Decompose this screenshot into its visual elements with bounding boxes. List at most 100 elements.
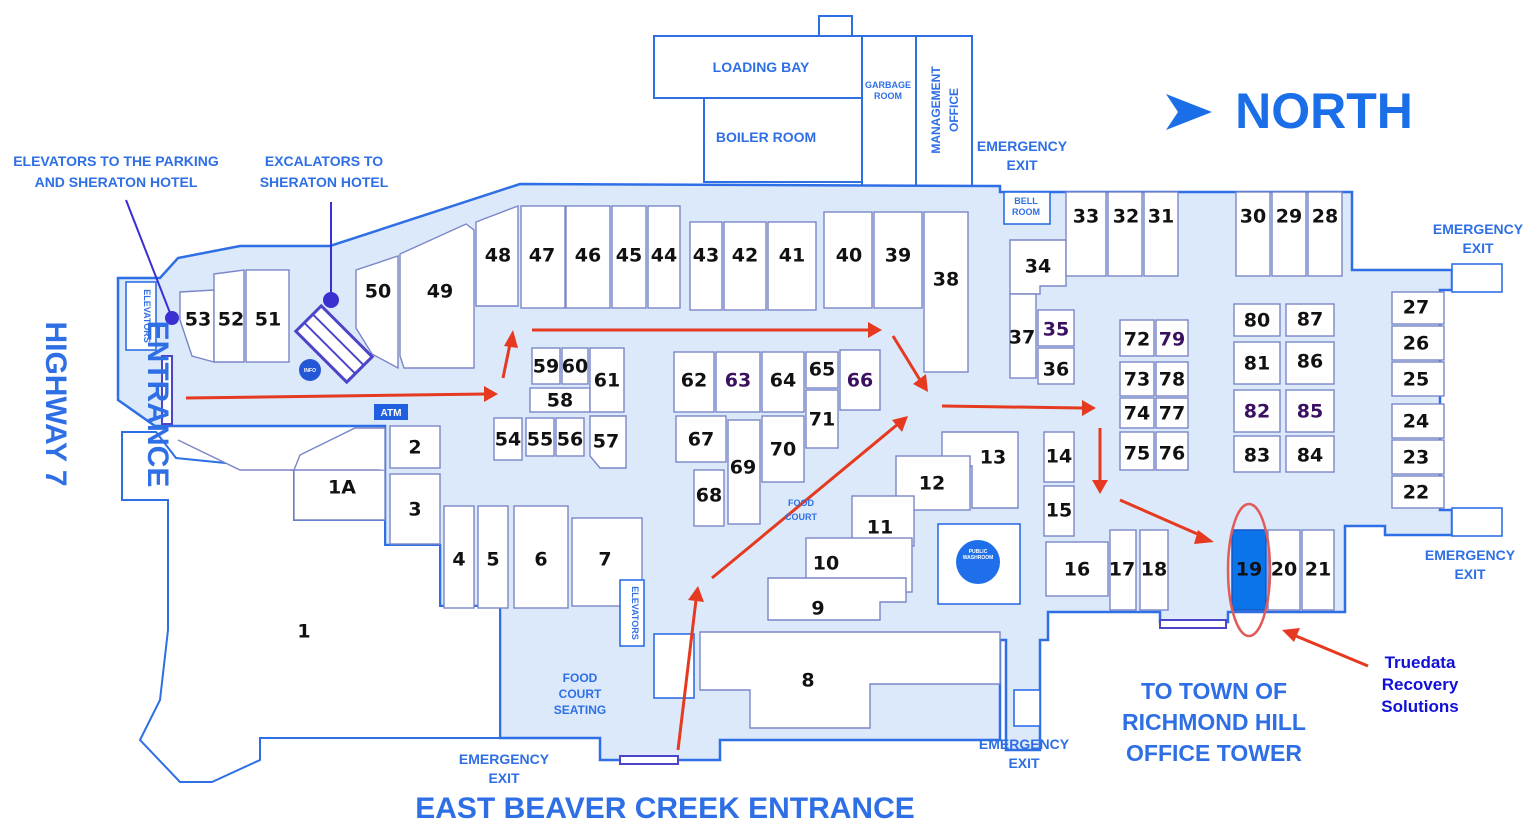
store-7[interactable] [571,517,643,607]
store-38[interactable] [923,211,969,373]
store-27[interactable] [1391,291,1445,325]
store-31[interactable] [1143,191,1179,277]
store-5[interactable] [477,505,509,609]
store-number: 8 [801,670,814,692]
stairs-se [1451,507,1503,537]
store-number: 46 [575,245,601,267]
store-79[interactable] [1155,319,1189,357]
store-85[interactable] [1285,389,1335,433]
store-53[interactable] [179,289,215,363]
store-44[interactable] [647,205,681,309]
store-37[interactable] [1009,293,1037,379]
store-59[interactable] [531,347,561,385]
bell-room-label-2: ROOM [1012,207,1040,217]
store-17[interactable] [1109,529,1137,611]
store-87[interactable] [1285,303,1335,337]
store-77[interactable] [1155,397,1189,429]
store-63[interactable] [715,351,761,413]
store-78[interactable] [1155,361,1189,397]
store-9[interactable] [767,577,907,621]
store-47[interactable] [520,205,566,309]
store-15[interactable] [1043,485,1075,537]
store-54[interactable] [493,417,523,461]
store-42[interactable] [723,221,767,311]
store-number: 81 [1244,353,1270,375]
store-29[interactable] [1271,191,1307,277]
store-50[interactable] [355,255,399,370]
store-61[interactable] [589,347,625,413]
store-75[interactable] [1119,431,1155,471]
store-36[interactable] [1037,347,1075,385]
store-71[interactable] [805,389,839,449]
store-83[interactable] [1233,435,1281,473]
store-57[interactable] [589,415,627,469]
store-40[interactable] [823,211,873,309]
store-39[interactable] [873,211,923,309]
store-35[interactable] [1037,309,1075,347]
store-number: 63 [725,370,751,392]
exit-label-se-2: EXIT [1454,566,1486,582]
company-label-3: Solutions [1381,697,1458,716]
store-67[interactable] [675,415,727,463]
store-3[interactable] [389,473,441,545]
store-66[interactable] [839,349,881,411]
store-70[interactable] [761,415,805,483]
store-23[interactable] [1391,439,1445,475]
store-18[interactable] [1139,529,1169,611]
store-28[interactable] [1307,191,1343,277]
store-43[interactable] [689,221,723,311]
store-30[interactable] [1235,191,1271,277]
store-22[interactable] [1391,475,1445,509]
store-24[interactable] [1391,403,1445,439]
store-number: 36 [1043,359,1069,381]
back-of-house [653,15,973,187]
store-62[interactable] [673,351,715,413]
store-2[interactable] [389,425,441,469]
store-49[interactable] [399,223,475,369]
exit-label-sw-2: EXIT [488,770,520,786]
elevators-label-left: ELEVATORS [142,289,152,343]
store-number: 74 [1124,403,1150,425]
store-60[interactable] [561,347,589,385]
store-48[interactable] [475,204,519,307]
store-45[interactable] [611,205,647,309]
store-55[interactable] [525,417,555,457]
store-number: 65 [809,359,835,381]
store-68[interactable] [693,469,725,527]
store-81[interactable] [1233,341,1281,385]
store-33[interactable] [1065,191,1107,277]
store-number: 6 [534,549,547,571]
store-74[interactable] [1119,397,1155,429]
store-25[interactable] [1391,361,1445,397]
store-76[interactable] [1155,431,1189,471]
store-6[interactable] [513,505,569,609]
store-46[interactable] [565,205,611,309]
store-82[interactable] [1233,389,1281,433]
store-56[interactable] [555,417,585,457]
store-58[interactable] [529,387,591,413]
store-16[interactable] [1045,541,1109,597]
store-84[interactable] [1285,435,1335,473]
store-86[interactable] [1285,341,1335,385]
store-41[interactable] [767,221,817,311]
store-80[interactable] [1233,303,1281,337]
store-1a[interactable] [293,469,386,521]
store-72[interactable] [1119,319,1155,357]
store-52[interactable] [213,269,245,363]
store-26[interactable] [1391,325,1445,361]
store-14[interactable] [1043,431,1075,483]
stairs-ne [1451,263,1503,293]
store-64[interactable] [761,351,805,413]
store-8[interactable] [699,631,1001,729]
store-20[interactable] [1267,529,1301,611]
store-73[interactable] [1119,361,1155,397]
store-65[interactable] [805,351,839,389]
exit-label-se-1: EMERGENCY [1425,547,1516,563]
store-4[interactable] [443,505,475,609]
store-19-highlighted[interactable] [1231,529,1267,611]
store-32[interactable] [1107,191,1143,277]
store-51[interactable] [245,269,290,363]
store-69[interactable] [727,419,761,525]
store-21[interactable] [1301,529,1335,611]
store-number: 49 [427,281,453,303]
